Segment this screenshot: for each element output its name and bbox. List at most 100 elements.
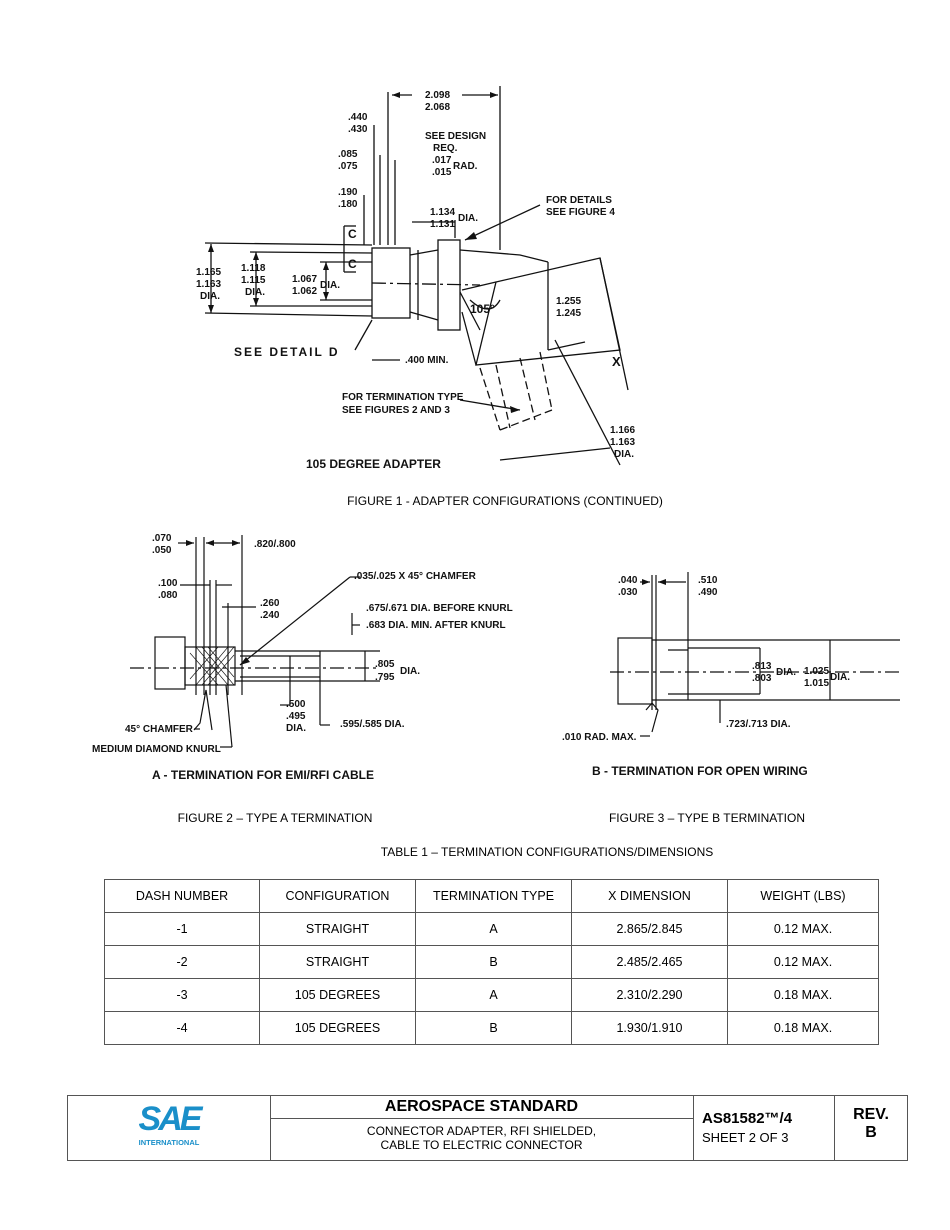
cell-weight: 0.18 MAX. — [727, 1011, 879, 1045]
sae-logo-sub: INTERNATIONAL — [138, 1138, 200, 1147]
doc-number: AS81582™/4 — [702, 1110, 793, 1127]
dim-260: .260 — [260, 598, 280, 609]
figure-2-caption: FIGURE 2 – TYPE A TERMINATION — [177, 811, 373, 825]
chamfer-035: .035/.025 X 45° CHAMFER — [354, 571, 477, 582]
after-knurl: .683 DIA. MIN. AFTER KNURL — [366, 620, 506, 631]
figure-3-drawing: .040 .030 .510 .490 .813 .803 DIA. 1.025… — [562, 572, 900, 778]
see-design: SEE DESIGN — [425, 131, 486, 142]
chamfer-45: 45° CHAMFER — [125, 724, 194, 735]
dim-805: .805 — [375, 659, 395, 670]
logo-cell: SAE INTERNATIONAL — [68, 1096, 271, 1160]
cell-dash: -2 — [104, 945, 260, 979]
rad-label: RAD. — [453, 161, 478, 172]
dim-100: .100 — [158, 578, 178, 589]
dim-1062: 1.062 — [292, 286, 317, 297]
req: REQ. — [433, 143, 458, 154]
header-weight: WEIGHT (LBS) — [727, 879, 879, 913]
title-block: SAE INTERNATIONAL AEROSPACE STANDARD CON… — [67, 1095, 908, 1161]
dim-500: .500 — [286, 699, 306, 710]
dim-490: .490 — [698, 587, 718, 598]
dim-1166: 1.166 — [610, 425, 635, 436]
description-line-1: CONNECTOR ADAPTER, RFI SHIELDED, — [366, 1124, 597, 1138]
table-1: DASH NUMBER CONFIGURATION TERMINATION TY… — [104, 879, 879, 1045]
cell-weight: 0.12 MAX. — [727, 945, 879, 979]
figure-1-drawing: 2.098 2.068 .440 .430 SEE DESIGN REQ. .0… — [196, 86, 635, 471]
angle-105: 105° — [470, 302, 495, 316]
dim-723: .723/.713 DIA. — [726, 719, 791, 730]
dim-1255: 1.255 — [556, 296, 581, 307]
figure-1-caption: FIGURE 1 - ADAPTER CONFIGURATIONS (CONTI… — [347, 494, 663, 508]
table-row: -4 105 DEGREES B 1.930/1.910 0.18 MAX. — [104, 1011, 879, 1045]
dim-x: X — [612, 354, 621, 369]
for-details: FOR DETAILS — [546, 195, 612, 206]
cell-x: 1.930/1.910 — [571, 1011, 728, 1045]
cell-x: 2.485/2.465 — [571, 945, 728, 979]
rev-cell: REV. B — [835, 1096, 907, 1160]
see-detail-d: SEE DETAIL D — [234, 345, 340, 359]
cell-term: B — [415, 945, 572, 979]
header-dash-number: DASH NUMBER — [104, 879, 260, 913]
before-knurl: .675/.671 DIA. BEFORE KNURL — [366, 603, 513, 614]
figure-2-label: A - TERMINATION FOR EMI/RFI CABLE — [152, 768, 374, 782]
dim-015: .015 — [432, 167, 452, 178]
dim-1015: 1.015 — [804, 678, 829, 689]
table-row: -3 105 DEGREES A 2.310/2.290 0.18 MAX. — [104, 978, 879, 1012]
dim-440: .440 — [348, 112, 368, 123]
dim-1165: 1.165 — [196, 267, 221, 278]
dim-1163: 1.163 — [196, 279, 221, 290]
dim-1131: 1.131 — [430, 219, 455, 230]
figure-2-drawing: .070 .050 .820/.800 .100 .080 .260 .240 … — [92, 533, 513, 782]
cell-config: STRAIGHT — [259, 945, 416, 979]
dim-180: .180 — [338, 199, 358, 210]
dia-1025: DIA. — [830, 672, 850, 683]
cell-dash: -1 — [104, 912, 260, 946]
table-row: -1 STRAIGHT A 2.865/2.845 0.12 MAX. — [104, 912, 879, 946]
rev-label: REV. — [853, 1106, 889, 1123]
cell-config: STRAIGHT — [259, 912, 416, 946]
rad-010: .010 RAD. MAX. — [562, 732, 637, 743]
table-row: -2 STRAIGHT B 2.485/2.465 0.12 MAX. — [104, 945, 879, 979]
dim-070: .070 — [152, 533, 172, 544]
rev-value: B — [865, 1124, 877, 1141]
cell-weight: 0.12 MAX. — [727, 912, 879, 946]
dim-795: .795 — [375, 672, 395, 683]
dia-805: DIA. — [400, 666, 420, 677]
dim-820: .820/.800 — [254, 539, 296, 550]
description: CONNECTOR ADAPTER, RFI SHIELDED, CABLE T… — [270, 1124, 693, 1152]
figure-3-caption: FIGURE 3 – TYPE B TERMINATION — [608, 811, 806, 825]
dim-510: .510 — [698, 575, 718, 586]
dim-813: .813 — [752, 661, 772, 672]
medium-diamond-knurl: MEDIUM DIAMOND KNURL — [92, 744, 221, 755]
see-figures-2-3: SEE FIGURES 2 AND 3 — [342, 405, 450, 416]
dim-1067: 1.067 — [292, 274, 317, 285]
cell-x: 2.865/2.845 — [571, 912, 728, 946]
dim-050: .050 — [152, 545, 172, 556]
dim-040: .040 — [618, 575, 638, 586]
dim-030: .030 — [618, 587, 638, 598]
dia-1118: DIA. — [245, 287, 265, 298]
dia-1134: DIA. — [458, 213, 478, 224]
sheet-number: SHEET 2 OF 3 — [702, 1130, 789, 1145]
standard-title: AEROSPACE STANDARD — [270, 1096, 693, 1119]
doc-number-cell: AS81582™/4 SHEET 2 OF 3 — [694, 1096, 835, 1160]
table-header-row: DASH NUMBER CONFIGURATION TERMINATION TY… — [104, 879, 879, 913]
header-termination-type: TERMINATION TYPE — [415, 879, 572, 913]
dia-813: DIA. — [776, 667, 796, 678]
section-c-top: C — [348, 227, 357, 241]
for-termination-type: FOR TERMINATION TYPE — [342, 392, 464, 403]
dim-2068: 2.068 — [425, 102, 450, 113]
dim-1163b: 1.163 — [610, 437, 635, 448]
sae-logo: SAE INTERNATIONAL — [68, 1102, 270, 1147]
dim-430: .430 — [348, 124, 368, 135]
dim-2098: 2.098 — [425, 90, 450, 101]
cell-x: 2.310/2.290 — [571, 978, 728, 1012]
cell-dash: -4 — [104, 1011, 260, 1045]
cell-term: A — [415, 978, 572, 1012]
dia-1165: DIA. — [200, 291, 220, 302]
dia-1166: DIA. — [614, 449, 634, 460]
dia-1067: DIA. — [320, 280, 340, 291]
dim-400-min: .400 MIN. — [405, 355, 449, 366]
cell-config: 105 DEGREES — [259, 978, 416, 1012]
dim-085: .085 — [338, 149, 358, 160]
section-c-bottom: C — [348, 257, 357, 271]
